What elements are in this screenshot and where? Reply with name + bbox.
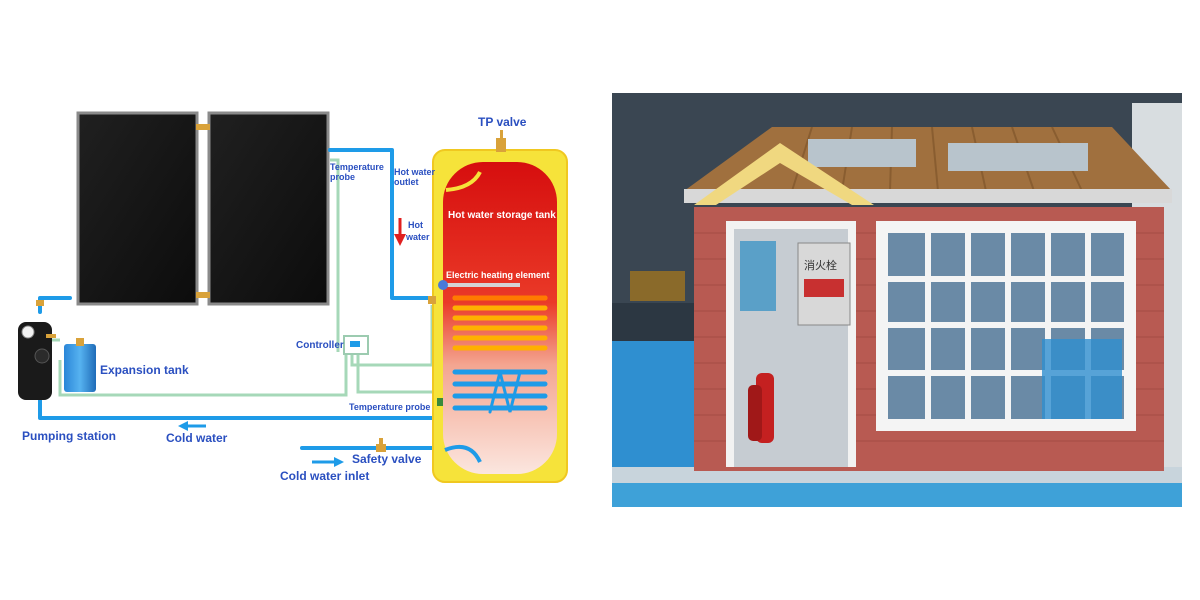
label-cold-water-inlet: Cold water inlet [280, 469, 369, 483]
panel-connector-bottom [196, 292, 210, 298]
controller [343, 335, 369, 355]
label-pumping-station: Pumping station [22, 429, 116, 443]
expansion-tank [64, 338, 96, 392]
label-temperature-probe-top: Temperature [330, 162, 384, 172]
solar-panel-right [207, 111, 330, 306]
label-temperature-probe-bottom: Temperature probe [349, 402, 430, 412]
left-display-counter [612, 341, 694, 467]
roof-solar-panel-left [808, 139, 916, 167]
safety-valve [376, 438, 386, 452]
label-temperature-probe-top-2: probe [330, 172, 355, 182]
model-house-photo: 消火栓 [612, 93, 1182, 507]
pumping-station [18, 300, 56, 400]
label-storage-tank: Hot water storage tank [448, 210, 556, 221]
hydrant-sign: 消火栓 [804, 258, 837, 272]
label-hot-water-outlet-2: outlet [394, 177, 419, 187]
solar-panels [76, 111, 330, 306]
label-controller: Controller [296, 340, 344, 351]
label-expansion-tank: Expansion tank [100, 363, 189, 377]
heat-coil [452, 295, 548, 414]
cold-water-inlet-arrow [312, 457, 344, 467]
label-hot-water-outlet: Hot water [394, 167, 436, 177]
label-cold-water: Cold water [166, 431, 228, 445]
label-hot-water-2: water [405, 232, 430, 242]
roof-solar-panel-right [948, 143, 1088, 171]
cold-water-arrow [178, 421, 206, 431]
hot-pipes [38, 148, 434, 450]
label-heating-element: Electric heating element [446, 270, 550, 280]
floor-base [612, 481, 1182, 507]
hot-water-arrow [394, 218, 406, 246]
label-safety-valve: Safety valve [352, 452, 422, 466]
gable [694, 143, 874, 205]
gauge-icon [21, 325, 35, 339]
solar-panel-left [76, 111, 199, 306]
storage-tank [428, 130, 568, 483]
label-hot-water: Hot [408, 220, 423, 230]
solar-water-heater-diagram: TP valve Temperature probe Hot water out… [18, 111, 568, 483]
panel-connector-top [196, 124, 210, 130]
label-tp-valve: TP valve [478, 115, 527, 129]
